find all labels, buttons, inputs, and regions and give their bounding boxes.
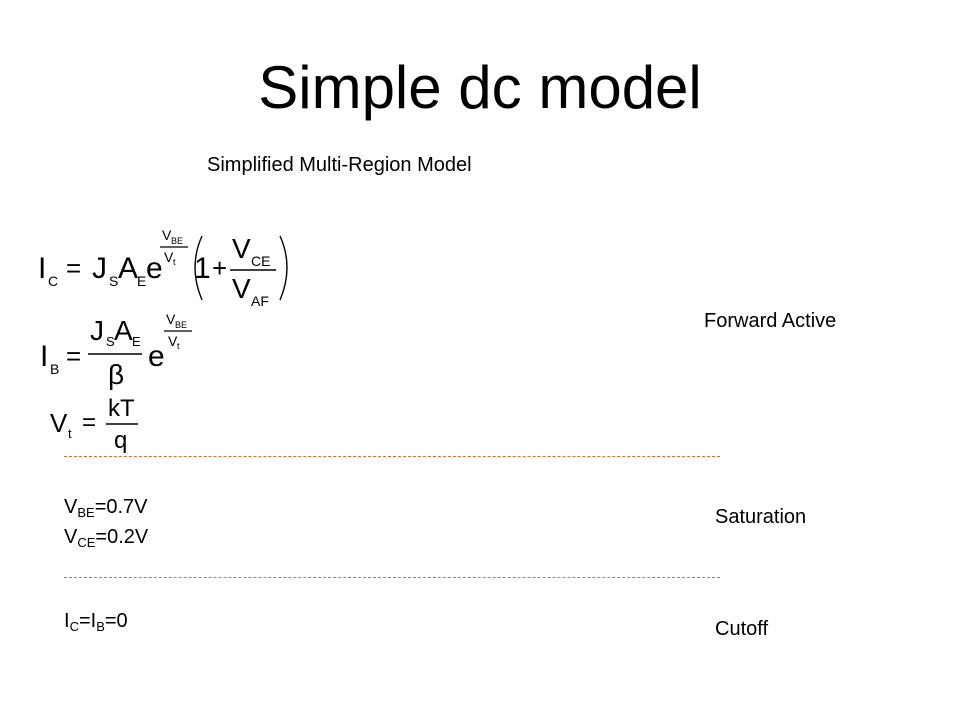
- eq-sub-c: C: [48, 273, 58, 289]
- eq-equals: =: [66, 341, 81, 371]
- cutoff-label: Cutoff: [715, 618, 768, 640]
- eq-denominator: q: [114, 427, 127, 454]
- eq-sub-b: B: [50, 361, 59, 377]
- saturation-label: Saturation: [715, 506, 807, 528]
- eq-sub-af: AF: [251, 293, 269, 309]
- slide-subtitle: Simplified Multi-Region Model: [207, 154, 472, 176]
- region-divider-1: [64, 456, 720, 457]
- eq-equals: =: [66, 253, 81, 283]
- eq-sub-e: E: [132, 334, 141, 349]
- exp-v: V: [162, 227, 172, 243]
- eq-symbol-v: V: [50, 408, 68, 438]
- eq-symbol-j: J: [90, 315, 104, 346]
- eq-beta: β: [108, 359, 124, 390]
- eq-v-af: V: [232, 273, 251, 304]
- eq-numerator: kT: [108, 395, 135, 422]
- exp-vt: V: [168, 333, 178, 349]
- eq-exponential-e: e: [148, 340, 165, 373]
- forward-active-label: Forward Active: [704, 310, 837, 332]
- eq-sub-ce: CE: [251, 253, 270, 269]
- exp-sub-t: t: [177, 341, 180, 351]
- eq-symbol-a: A: [114, 315, 133, 346]
- exp-vt: V: [164, 249, 174, 265]
- eq-v-ce: V: [232, 233, 251, 264]
- exp-v: V: [166, 311, 176, 327]
- thermal-voltage-equation: V t = kT q: [50, 395, 138, 454]
- eq-sub-t: t: [68, 426, 72, 441]
- eq-sub-s: S: [109, 273, 118, 289]
- cutoff-current-values: IC=IB=0: [64, 610, 128, 634]
- exp-sub-be: BE: [175, 320, 187, 330]
- eq-equals: =: [82, 409, 96, 436]
- eq-sub-s: S: [106, 334, 115, 349]
- vbe-saturation-value: VBE=0.7V: [64, 496, 148, 520]
- eq-sub-e: E: [137, 273, 146, 289]
- eq-one: 1: [194, 252, 211, 285]
- right-paren: [279, 235, 288, 301]
- eq-exponential-e: e: [146, 252, 163, 285]
- collector-current-equation: I C = J S A E e V BE V t 1 + V CE V AF: [38, 227, 288, 309]
- slide-title: Simple dc model: [258, 54, 702, 121]
- eq-symbol-i: I: [40, 340, 48, 373]
- left-paren: [194, 235, 203, 301]
- eq-plus: +: [212, 253, 227, 283]
- exp-sub-be: BE: [171, 236, 183, 246]
- exp-sub-t: t: [173, 257, 176, 267]
- vce-saturation-value: VCE=0.2V: [64, 526, 149, 550]
- eq-symbol-i: I: [38, 252, 46, 285]
- eq-symbol-j: J: [92, 252, 107, 285]
- region-divider-2: [64, 577, 720, 578]
- base-current-equation: I B = J S A E β e V BE V t: [40, 311, 192, 390]
- eq-symbol-a: A: [118, 252, 138, 285]
